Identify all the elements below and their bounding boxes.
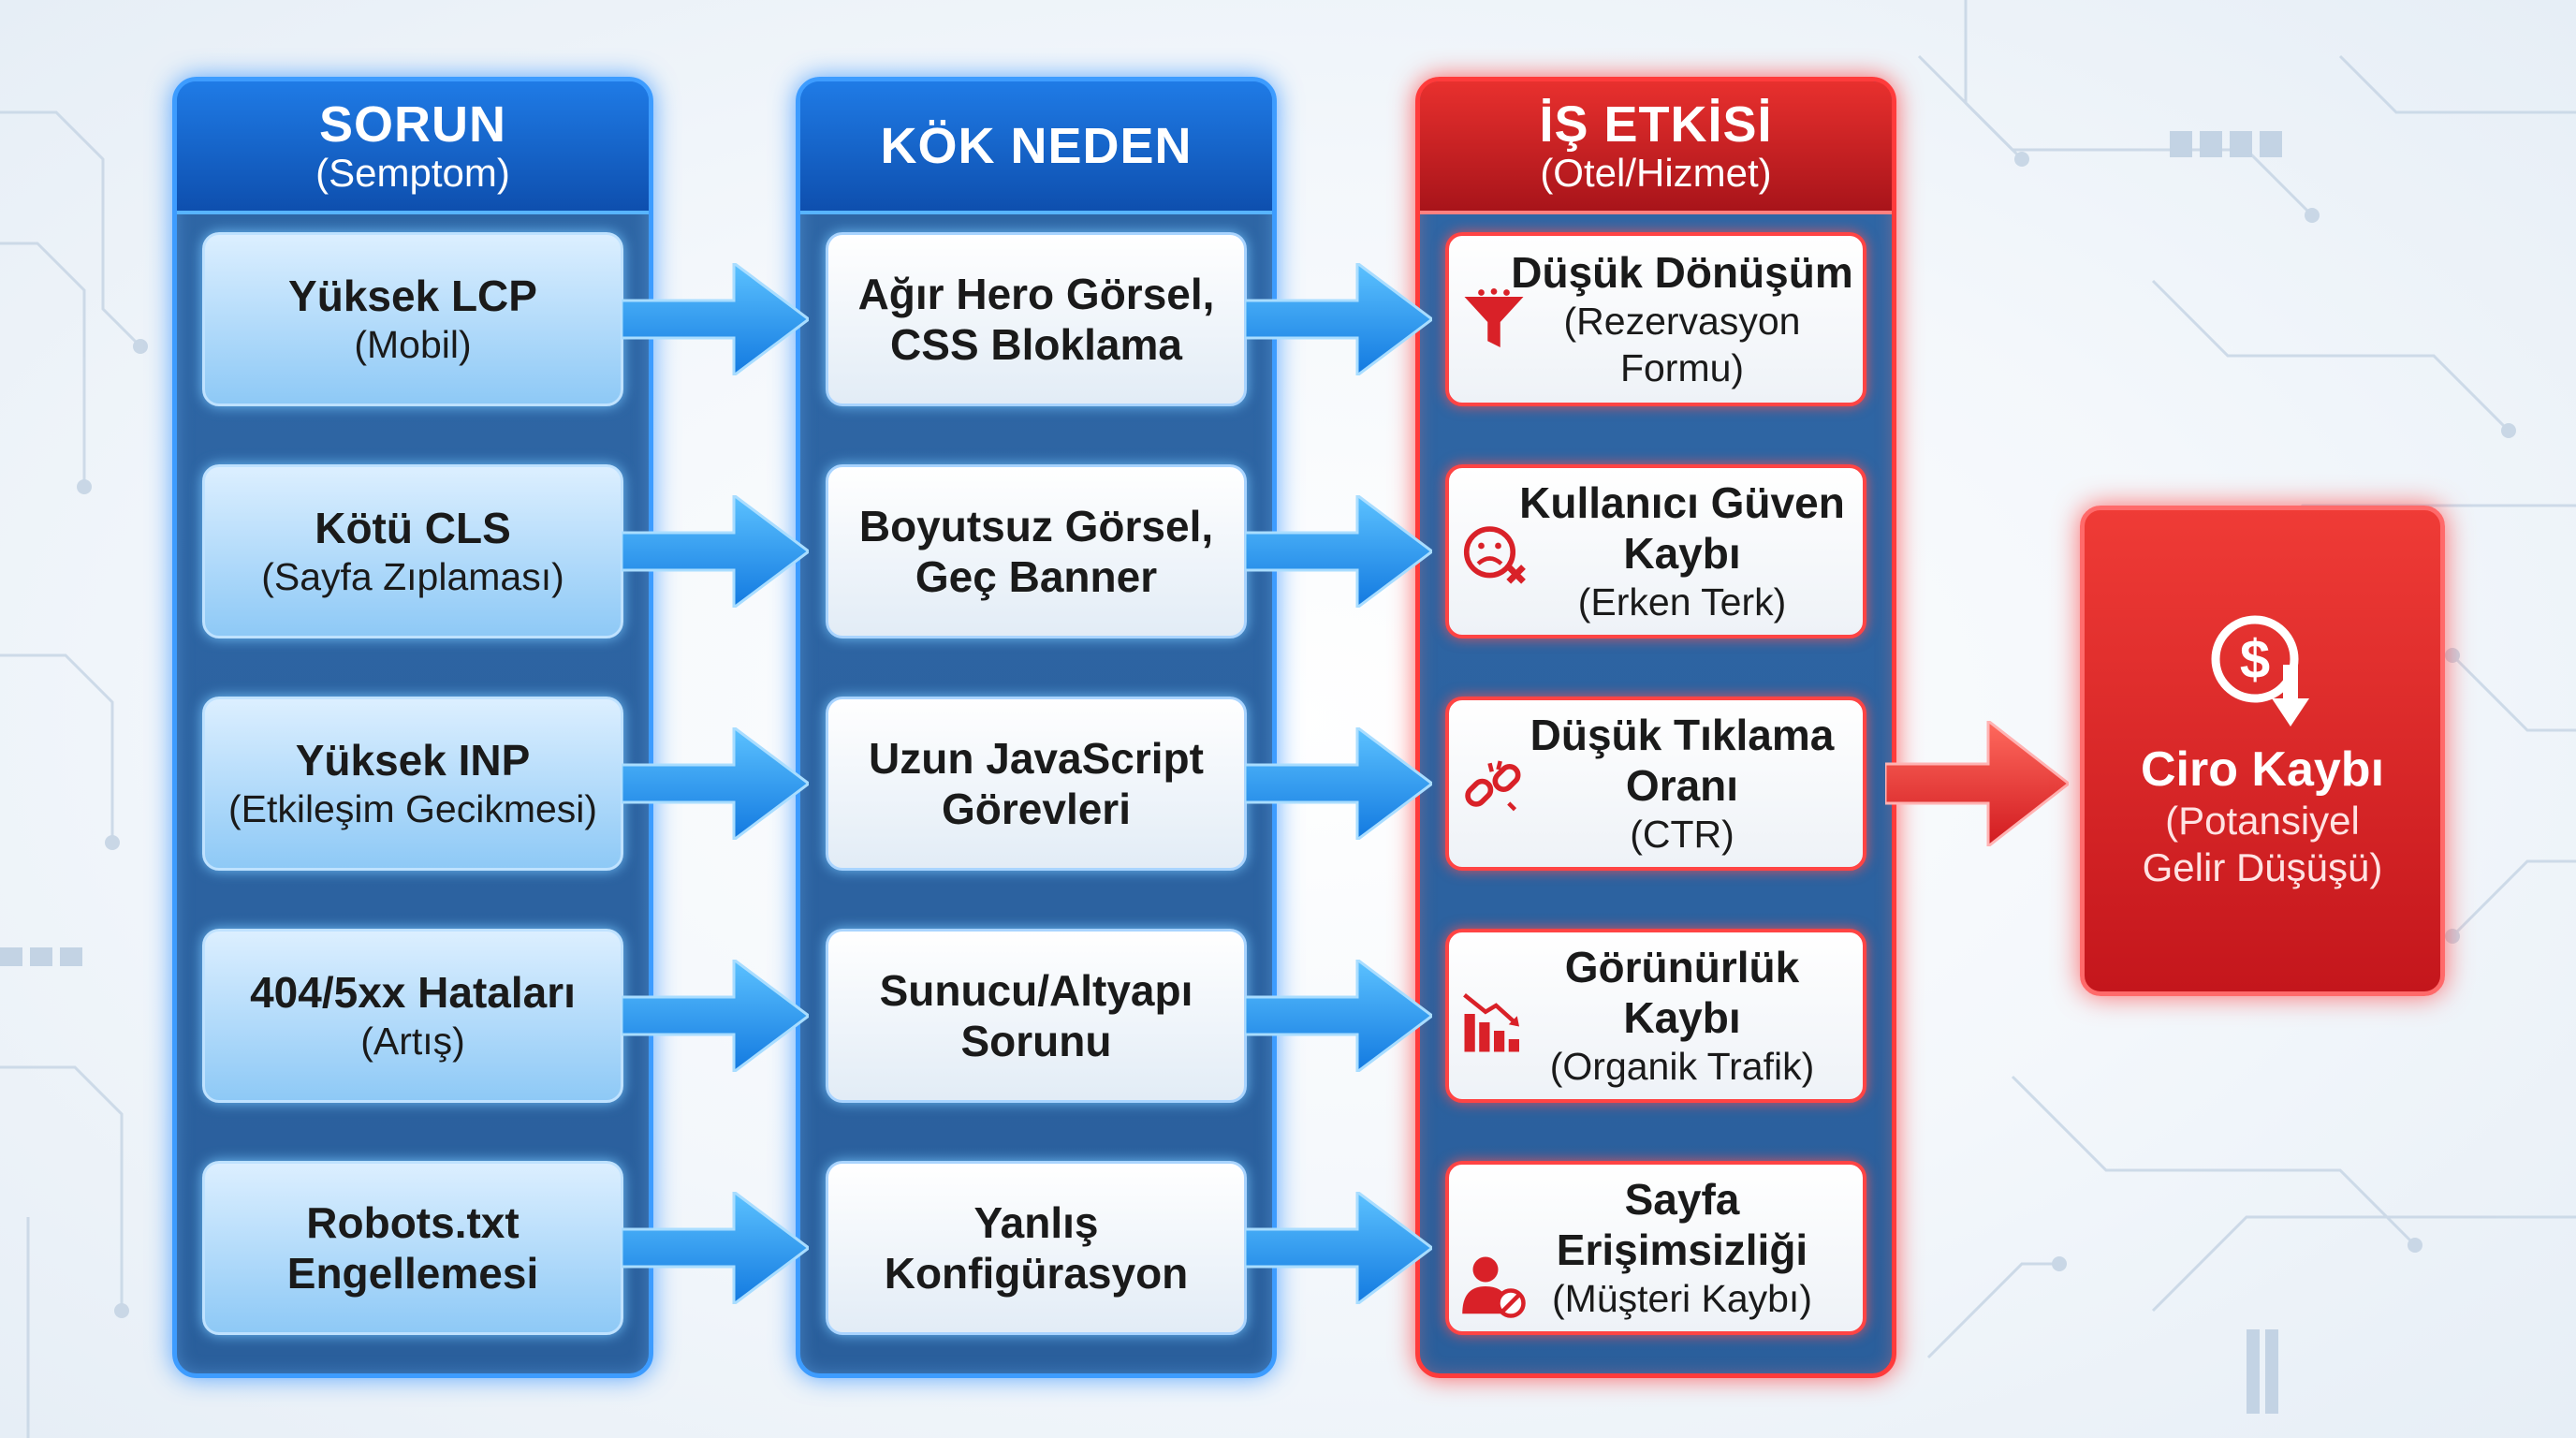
column-title: SORUN bbox=[318, 96, 506, 153]
card-title-line: Görünürlük Kaybı bbox=[1564, 943, 1800, 1042]
problem-card-4: 404/5xx Hataları (Artış) bbox=[202, 929, 623, 1103]
card-title-line: Boyutsuz Görsel, bbox=[858, 502, 1214, 550]
card-title-line: Konfigürasyon bbox=[884, 1249, 1189, 1298]
funnel-icon bbox=[1464, 288, 1524, 347]
card-title-line: Engellemesi bbox=[286, 1249, 539, 1298]
impact-card-2: Kullanıcı Güven Kaybı (Erken Terk) bbox=[1445, 464, 1866, 638]
broken-link-icon bbox=[1465, 760, 1521, 812]
card-title-line: Kullanıcı Güven bbox=[1519, 478, 1845, 527]
arrow-impact-to-final bbox=[1885, 721, 2069, 846]
card-title-line: Oranı bbox=[1625, 761, 1739, 810]
card-subtitle-line: (Mobil) bbox=[354, 323, 472, 366]
final-subtitle-line: (Potansiyel bbox=[2165, 799, 2360, 843]
card-title-line: Düşük Tıklama bbox=[1530, 711, 1835, 759]
column-title: KÖK NEDEN bbox=[880, 118, 1193, 174]
column-subtitle: (Semptom) bbox=[315, 151, 510, 195]
problem-card-5: Robots.txt Engellemesi bbox=[202, 1161, 623, 1335]
column-header-is-etkisi: İŞ ETKİSİ (Otel/Hizmet) bbox=[1420, 81, 1892, 214]
card-title-line: Sayfa Erişimsizliği bbox=[1556, 1175, 1808, 1274]
card-title-line: CSS Bloklama bbox=[890, 320, 1182, 369]
card-subtitle-line: (Erken Terk) bbox=[1577, 580, 1787, 624]
card-subtitle-line: (Rezervasyon Formu) bbox=[1563, 300, 1801, 389]
card-subtitle-line: (Etkileşim Gecikmesi) bbox=[227, 787, 598, 830]
cause-card-5: Yanlış Konfigürasyon bbox=[826, 1161, 1247, 1335]
cause-card-3: Uzun JavaScript Görevleri bbox=[826, 697, 1247, 871]
arrow-cause-to-impact-1 bbox=[1245, 263, 1432, 375]
final-title: Ciro Kaybı bbox=[2140, 742, 2385, 797]
arrow-cause-to-impact-5 bbox=[1245, 1192, 1432, 1304]
card-title-line: Sorunu bbox=[960, 1017, 1112, 1065]
arrow-problem-to-cause-1 bbox=[622, 263, 809, 375]
problem-card-2: Kötü CLS (Sayfa Zıplaması) bbox=[202, 464, 623, 638]
problem-card-3: Yüksek INP (Etkileşim Gecikmesi) bbox=[202, 697, 623, 871]
card-subtitle-line: (Artış) bbox=[360, 1020, 465, 1063]
cause-card-4: Sunucu/Altyapı Sorunu bbox=[826, 929, 1247, 1103]
column-title: İŞ ETKİSİ bbox=[1539, 96, 1773, 153]
cause-card-1: Ağır Hero Görsel, CSS Bloklama bbox=[826, 232, 1247, 406]
cause-card-2: Boyutsuz Görsel, Geç Banner bbox=[826, 464, 1247, 638]
sad-face-x-icon bbox=[1463, 526, 1526, 584]
arrow-problem-to-cause-5 bbox=[622, 1192, 809, 1304]
card-subtitle-line: (Müşteri Kaybı) bbox=[1552, 1277, 1812, 1320]
card-subtitle-line: (Organik Trafik) bbox=[1549, 1045, 1815, 1088]
card-title-line: Sunucu/Altyapı bbox=[879, 966, 1193, 1015]
card-title-line: Ağır Hero Görsel, bbox=[857, 270, 1215, 318]
card-title-line: Kaybı bbox=[1623, 529, 1741, 578]
card-subtitle-line: (Sayfa Zıplaması) bbox=[261, 555, 564, 598]
card-title-line: Yüksek LCP bbox=[288, 271, 537, 320]
card-title-line: Düşük Dönüşüm bbox=[1511, 248, 1853, 297]
card-title-line: Görevleri bbox=[942, 785, 1131, 833]
column-header-sorun: SORUN (Semptom) bbox=[177, 81, 649, 214]
card-subtitle-line: (CTR) bbox=[1630, 813, 1734, 856]
arrow-problem-to-cause-4 bbox=[622, 960, 809, 1072]
card-title-line: Yanlış bbox=[973, 1198, 1099, 1247]
card-title-line: 404/5xx Hataları bbox=[250, 968, 576, 1017]
problem-card-1: Yüksek LCP (Mobil) bbox=[202, 232, 623, 406]
declining-bar-chart-icon bbox=[1463, 992, 1519, 1052]
svg-text:$: $ bbox=[2240, 629, 2270, 690]
card-title-line: Geç Banner bbox=[915, 552, 1158, 601]
card-title-line: Uzun JavaScript bbox=[869, 734, 1204, 783]
impact-card-5: Sayfa Erişimsizliği (Müşteri Kaybı) bbox=[1445, 1161, 1866, 1335]
card-title-line: Kötü CLS bbox=[315, 504, 511, 552]
arrow-problem-to-cause-2 bbox=[622, 495, 809, 608]
user-blocked-icon bbox=[1462, 1256, 1526, 1318]
column-header-kok-neden: KÖK NEDEN bbox=[800, 81, 1272, 214]
dollar-down-icon: $ bbox=[2211, 615, 2309, 726]
card-title-line: Yüksek INP bbox=[295, 736, 531, 785]
arrow-cause-to-impact-4 bbox=[1245, 960, 1432, 1072]
arrow-problem-to-cause-3 bbox=[622, 727, 809, 840]
arrow-cause-to-impact-3 bbox=[1245, 727, 1432, 840]
card-title-line: Robots.txt bbox=[306, 1198, 520, 1247]
impact-card-1: Düşük Dönüşüm (Rezervasyon Formu) bbox=[1445, 232, 1866, 406]
impact-card-3: Düşük Tıklama Oranı (CTR) bbox=[1445, 697, 1866, 871]
arrow-cause-to-impact-2 bbox=[1245, 495, 1432, 608]
column-subtitle: (Otel/Hizmet) bbox=[1540, 151, 1772, 195]
final-subtitle-line: Gelir Düşüşü) bbox=[2142, 845, 2383, 889]
revenue-loss-box: $ Ciro Kaybı (Potansiyel Gelir Düşüşü) bbox=[2080, 506, 2445, 996]
impact-card-4: Görünürlük Kaybı (Organik Trafik) bbox=[1445, 929, 1866, 1103]
